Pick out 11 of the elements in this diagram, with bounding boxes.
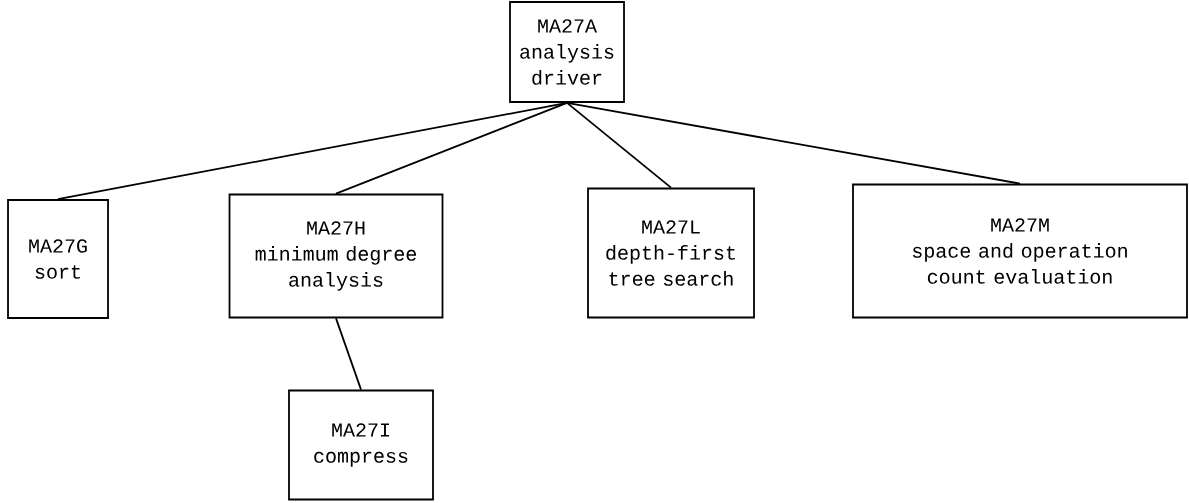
module-box: MA27I compress — [288, 389, 434, 501]
module-box: MA27G sort — [7, 199, 109, 319]
module-box: MA27L depth-first tree search — [587, 187, 755, 319]
connector-line — [57, 102, 568, 200]
module-box: MA27H minimum degree analysis — [228, 193, 444, 319]
module-box: MA27A analysis driver — [509, 1, 625, 103]
connector-line — [566, 102, 672, 189]
module-box: MA27M space and operation count evaluation — [852, 183, 1188, 319]
connector-line — [566, 102, 1021, 185]
connector-line — [335, 317, 362, 391]
connector-line — [335, 102, 568, 195]
